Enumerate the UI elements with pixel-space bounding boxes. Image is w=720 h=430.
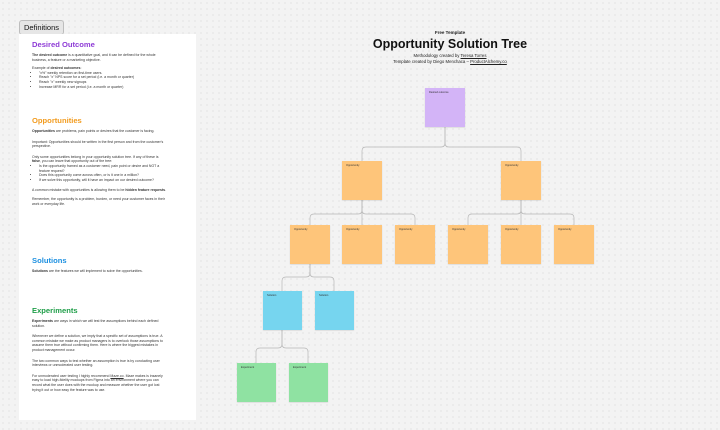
definitions-panel: Desired Outcome The desired outcome is a…	[19, 34, 196, 420]
connector-line	[361, 127, 446, 161]
solutions-definition: Solutions are the features we will imple…	[32, 269, 143, 273]
list-item: If we solve this opportunity, will it ha…	[39, 178, 167, 183]
opportunities-definition: Opportunities are problems, pain points …	[32, 129, 155, 133]
opportunities-important-note: Important: Opportunities should be writt…	[32, 139, 164, 149]
template-credit: Template created by Diego Menchaca – Pro…	[393, 59, 507, 64]
experiments-definition: Experiments are ways in which we will te…	[32, 319, 159, 328]
connector-line	[467, 200, 522, 225]
connector-line	[255, 330, 283, 363]
opportunity-card[interactable]: Opportunity	[501, 225, 541, 264]
list-item: Is the opportunity framed as a customer …	[39, 164, 167, 173]
connector-line	[309, 264, 335, 291]
experiment-card-label: Experiment	[241, 366, 255, 369]
opportunity-card[interactable]: Opportunity	[501, 161, 541, 200]
opportunity-card-label: Opportunity	[505, 228, 519, 231]
list-item: Increase MRR for a set period (i.e. a mo…	[39, 85, 167, 90]
opportunity-card-label: Opportunity	[294, 228, 308, 231]
opportunity-card-label: Opportunity	[399, 228, 413, 231]
solution-card[interactable]: Solution	[263, 291, 302, 330]
template-eyebrow: Free Template	[434, 30, 466, 35]
experiments-assumptions: Whenever we define a solution, we imply …	[32, 334, 163, 352]
opportunities-criteria-intro: Only some opportunities belong in your o…	[32, 154, 159, 164]
desired-outcome-card-label: Desired outcome	[429, 91, 449, 94]
section-experiments: Experiments Experiments are ways in whic…	[32, 306, 167, 396]
desired-outcome-heading: Desired Outcome	[32, 40, 95, 49]
experiments-maze-recommendation: For unmoderated user testing I highly re…	[32, 373, 163, 392]
opportunity-card-label: Opportunity	[346, 228, 360, 231]
solution-card[interactable]: Solution	[315, 291, 354, 330]
desired-outcome-definition: The desired outcome is a quantitative go…	[32, 53, 156, 62]
solution-card-label: Solution	[267, 294, 277, 297]
opportunity-card-label: Opportunity	[452, 228, 466, 231]
opportunity-card[interactable]: Opportunity	[342, 161, 382, 200]
section-solutions: Solutions Solutions are the features we …	[32, 256, 167, 278]
list-item: Reach "x" weekly new signups	[39, 80, 167, 85]
solutions-heading: Solutions	[32, 256, 67, 265]
experiment-card-label: Experiment	[293, 366, 307, 369]
connector-line	[444, 127, 522, 161]
page-title: Opportunity Solution Tree	[372, 37, 528, 51]
desired-outcome-examples-list: "x%" weekly retention on first-time user…	[32, 71, 167, 89]
section-opportunities: Opportunities Opportunities are problems…	[32, 116, 167, 210]
productalchemy-link[interactable]: ProductAlchemy.co	[470, 59, 507, 64]
connector-line	[281, 330, 309, 363]
list-item: "x%" weekly retention on first-time user…	[39, 71, 167, 76]
experiment-card[interactable]: Experiment	[289, 363, 328, 402]
solution-card-label: Solution	[319, 294, 329, 297]
list-item: Does this opportunity come across often,…	[39, 173, 167, 178]
opportunities-common-mistake: A common mistake with opportunities is a…	[32, 188, 167, 193]
opportunities-heading: Opportunities	[32, 116, 82, 125]
desired-outcome-card[interactable]: Desired outcome	[425, 88, 465, 127]
opportunity-card[interactable]: Opportunity	[554, 225, 594, 264]
opportunity-card[interactable]: Opportunity	[290, 225, 330, 264]
maze-link[interactable]: Maze.co	[110, 373, 124, 378]
desired-outcome-examples-intro: Example of desired outcomes:	[32, 66, 82, 71]
opportunities-criteria-list: Is the opportunity framed as a customer …	[32, 164, 167, 182]
methodology-credit: Methodology created by Teresa Torres	[413, 53, 487, 58]
connector-line	[520, 200, 575, 225]
section-desired-outcome: Desired Outcome The desired outcome is a…	[32, 40, 167, 93]
opportunity-card-label: Opportunity	[558, 228, 572, 231]
opportunity-card[interactable]: Opportunity	[342, 225, 382, 264]
opportunity-card-label: Opportunity	[505, 164, 519, 167]
opportunities-reminder: Remember, the opportunity is a problem, …	[32, 196, 165, 206]
experiments-heading: Experiments	[32, 306, 78, 315]
experiments-testing-methods: The two common ways to test whether an a…	[32, 358, 160, 368]
connector-line	[281, 264, 311, 291]
teresa-torres-link[interactable]: Teresa Torres	[460, 53, 487, 58]
opportunity-card-label: Opportunity	[346, 164, 360, 167]
opportunity-card[interactable]: Opportunity	[395, 225, 435, 264]
connector-line	[361, 200, 416, 225]
connector-line	[309, 200, 363, 225]
opportunity-card[interactable]: Opportunity	[448, 225, 488, 264]
experiment-card[interactable]: Experiment	[237, 363, 276, 402]
list-item: Reach "x" NPS score for a set period (i.…	[39, 75, 167, 80]
